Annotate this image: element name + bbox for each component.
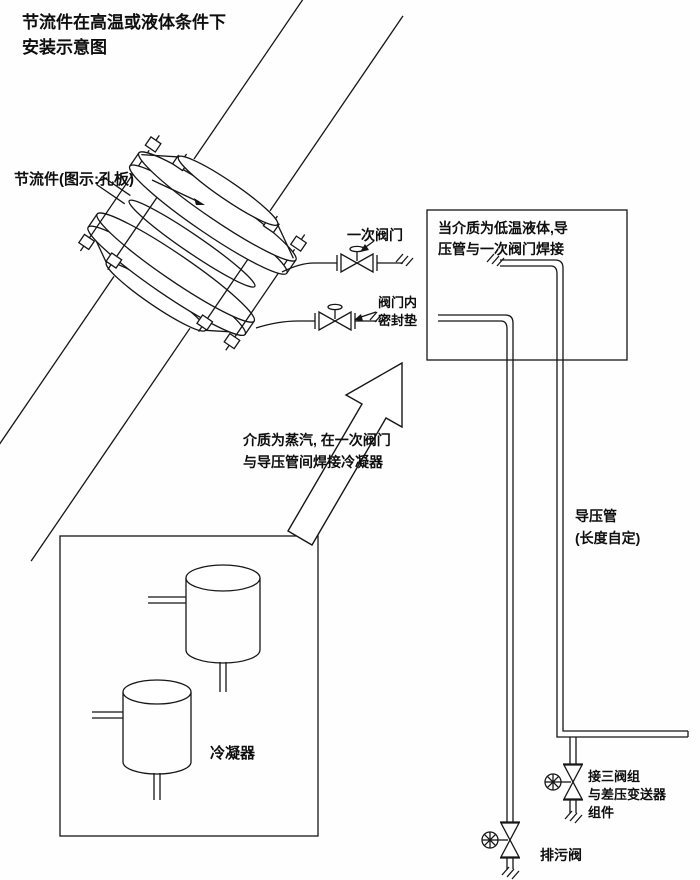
- cold-note-box: [426, 209, 628, 361]
- gasket-leader: [354, 311, 377, 321]
- steam-note-line-2: 与导压管间焊接冷凝器: [243, 454, 383, 470]
- impulse-label: 导压管 (长度自定): [575, 505, 640, 549]
- tap-line-upper: [281, 245, 414, 273]
- condenser-cylinder-2: [92, 679, 192, 800]
- manifold-label-line-2: 与差压变送器: [588, 787, 667, 802]
- title-line-1: 节流件在高温或液体条件下: [22, 13, 226, 32]
- tap-line-lower: [255, 303, 388, 331]
- manifold-label: 接三阀组 与差压变送器 组件: [588, 768, 666, 822]
- condenser-label: 冷凝器: [210, 745, 256, 762]
- primary-valve-leader: [360, 240, 375, 252]
- orifice-flange-assembly: [77, 135, 308, 351]
- gasket-valve-icon: [314, 303, 356, 331]
- manifold-label-line-3: 组件: [588, 805, 615, 820]
- steam-note-label: 介质为蒸汽, 在一次阀门 与导压管间焊接冷凝器: [243, 429, 391, 473]
- drain-label: 排污阀: [540, 847, 582, 863]
- steam-note-line-1: 介质为蒸汽, 在一次阀门: [243, 432, 391, 448]
- impulse-tube-long: [486, 253, 689, 738]
- manifold-valve-icon: [545, 764, 583, 800]
- impulse-tube-drain: [438, 314, 514, 822]
- drain-valve: [482, 822, 520, 880]
- throttle-leader: [151, 179, 205, 205]
- gasket-label-line-1: 阀门内: [378, 295, 418, 310]
- weld-mark-icon: [501, 866, 520, 880]
- title-line-2: 安装示意图: [22, 38, 107, 57]
- gasket-label: 阀门内 密封垫: [378, 294, 417, 330]
- orifice-plate: [128, 199, 256, 288]
- gasket-label-line-2: 密封垫: [378, 313, 418, 328]
- weld-mark-icon: [395, 253, 414, 267]
- main-pipe: [0, 0, 404, 562]
- cold-note-line-1: 当介质为低温液体,导: [438, 220, 568, 236]
- steam-arrow: [287, 361, 403, 546]
- primary-valve-label: 一次阀门: [347, 227, 403, 243]
- cold-note-label: 当介质为低温液体,导 压管与一次阀门焊接: [438, 218, 568, 260]
- throttle-label: 节流件(图示:孔板): [14, 171, 134, 188]
- drain-valve-icon: [482, 822, 520, 858]
- diagram-title: 节流件在高温或液体条件下 安装示意图: [22, 10, 226, 60]
- primary-valve-icon: [336, 245, 378, 273]
- condenser-box: [59, 535, 319, 837]
- manifold-label-line-1: 接三阀组: [588, 769, 641, 784]
- manifold-connection: [545, 737, 583, 824]
- impulse-label-line-1: 导压管: [575, 508, 617, 524]
- impulse-label-line-2: (长度自定): [575, 530, 641, 546]
- condenser-cylinder-1: [148, 564, 261, 692]
- weld-mark-icon: [564, 810, 583, 824]
- cold-note-line-2: 压管与一次阀门焊接: [438, 241, 564, 257]
